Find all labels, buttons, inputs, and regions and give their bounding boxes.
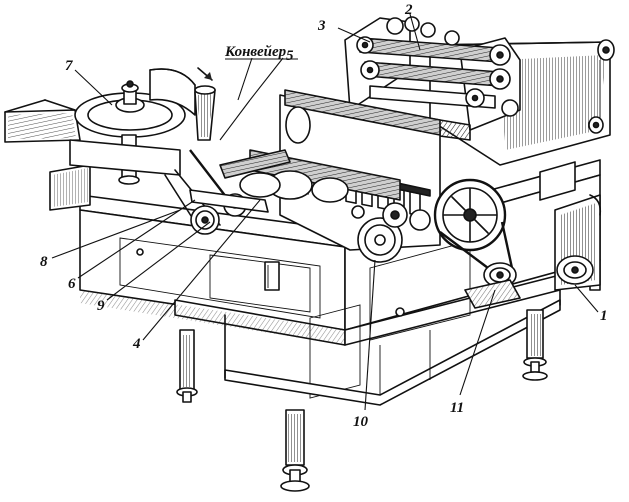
leader-lines — [51, 13, 599, 411]
drive-pulley — [433, 178, 521, 309]
legs — [176, 259, 601, 492]
callout-3: 3 — [317, 18, 326, 34]
callout-11: 11 — [450, 400, 464, 416]
callout-2: 2 — [404, 2, 413, 18]
feeder-unit — [4, 67, 291, 235]
callout-9: 9 — [97, 298, 105, 314]
callout-8: 8 — [40, 254, 48, 270]
callout-7: 7 — [65, 58, 73, 74]
side-drive — [554, 194, 602, 291]
callout-10: 10 — [353, 414, 369, 430]
callout-4: 4 — [132, 336, 141, 352]
conveyor-label: Конвейер — [224, 44, 287, 60]
callout-6: 6 — [68, 276, 76, 292]
callout-1: 1 — [600, 308, 608, 324]
callout-5: 5 — [286, 48, 294, 64]
